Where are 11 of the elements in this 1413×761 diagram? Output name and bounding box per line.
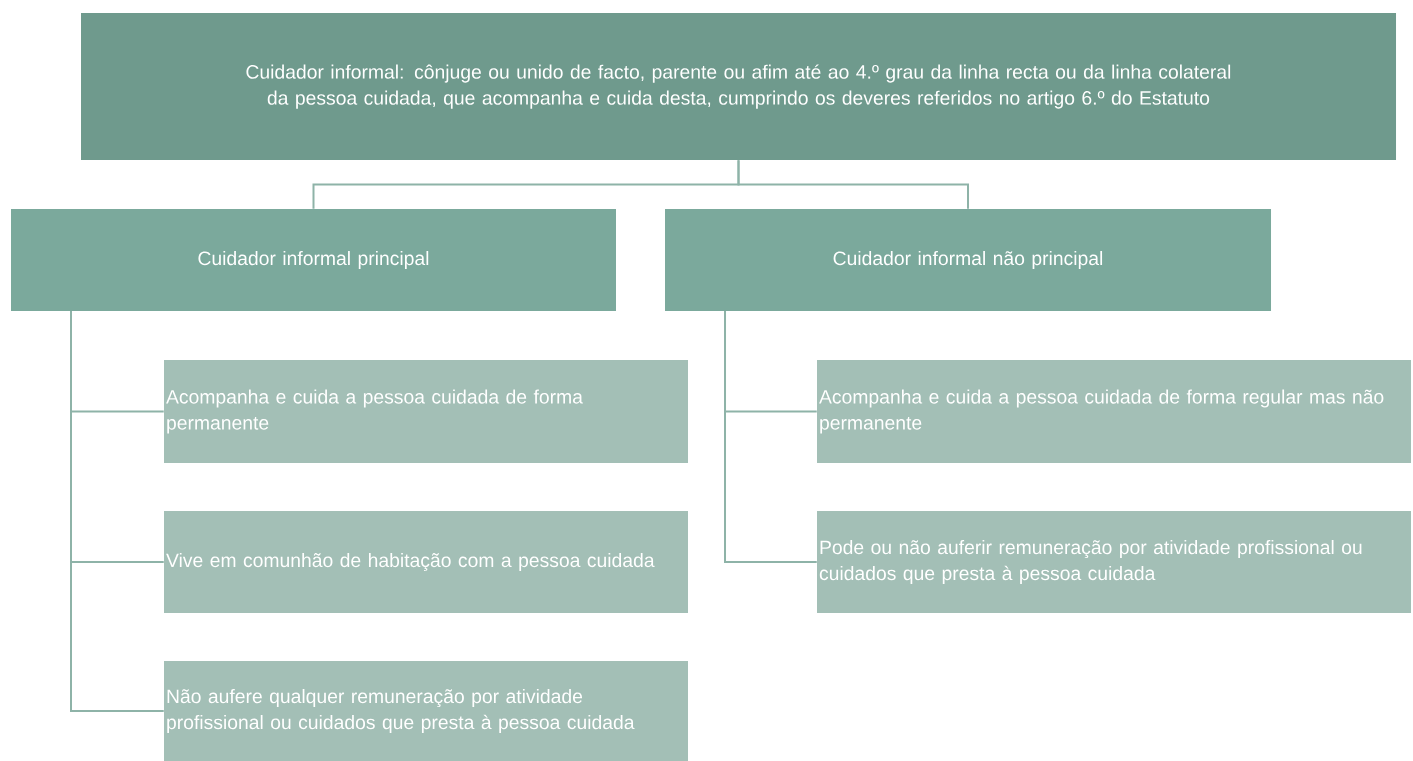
title-box: Cuidador informal: cônjuge ou unido de facto, parente ou afim até ao 4.º grau da linha recta ou da linha colateral da pessoa cuidada, que acompanha e cuida desta, cumprindo os deveres referidos no artigo 6.º do Estatuto: [81, 13, 1396, 160]
category-box: Cuidador informal principal: [11, 209, 616, 311]
connector-line: [724, 310, 818, 563]
criterion-box: Acompanha e cuida a pessoa cuidada de forma regular mas não permanente: [817, 360, 1411, 463]
category-box: Cuidador informal não principal: [665, 209, 1271, 311]
criterion-box: Pode ou não auferir remuneração por atividade profissional ou cuidados que presta à pessoa cuidada: [817, 511, 1411, 613]
criterion-box: Acompanha e cuida a pessoa cuidada de forma permanente: [164, 360, 688, 463]
criterion-box: Não aufere qualquer remuneração por atividade profissional ou cuidados que presta à pessoa cuidada: [164, 661, 688, 761]
connector-line: [737, 159, 969, 210]
connector-line: [70, 310, 165, 712]
criterion-box: Vive em comunhão de habitação com a pessoa cuidada: [164, 511, 688, 613]
